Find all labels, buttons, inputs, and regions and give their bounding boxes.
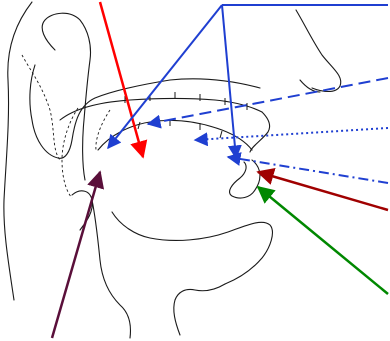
palate-ticks [125, 92, 247, 110]
blue-dotted-arrow [195, 128, 388, 140]
upper-lip-outline [250, 112, 270, 152]
blue-bracket-arrow-right [222, 5, 236, 158]
throat-outline [92, 200, 131, 338]
blue-dashed-arrow [148, 78, 388, 124]
back-of-head-outline [4, 2, 32, 300]
head-outline [4, 2, 341, 338]
blue-dashdot-arrow [228, 157, 388, 183]
nose-outline [296, 10, 341, 92]
blue-bracket-arrow-left [108, 5, 222, 148]
red-arrow [100, 2, 143, 157]
jaw-outline [112, 212, 272, 284]
tongue-outline [98, 120, 252, 150]
lower-lip-outline [230, 160, 260, 198]
annotation-arrows [52, 2, 388, 338]
neck-outline [174, 284, 225, 335]
soft-palate-outline [30, 65, 260, 158]
maroon-arrow [52, 172, 100, 338]
